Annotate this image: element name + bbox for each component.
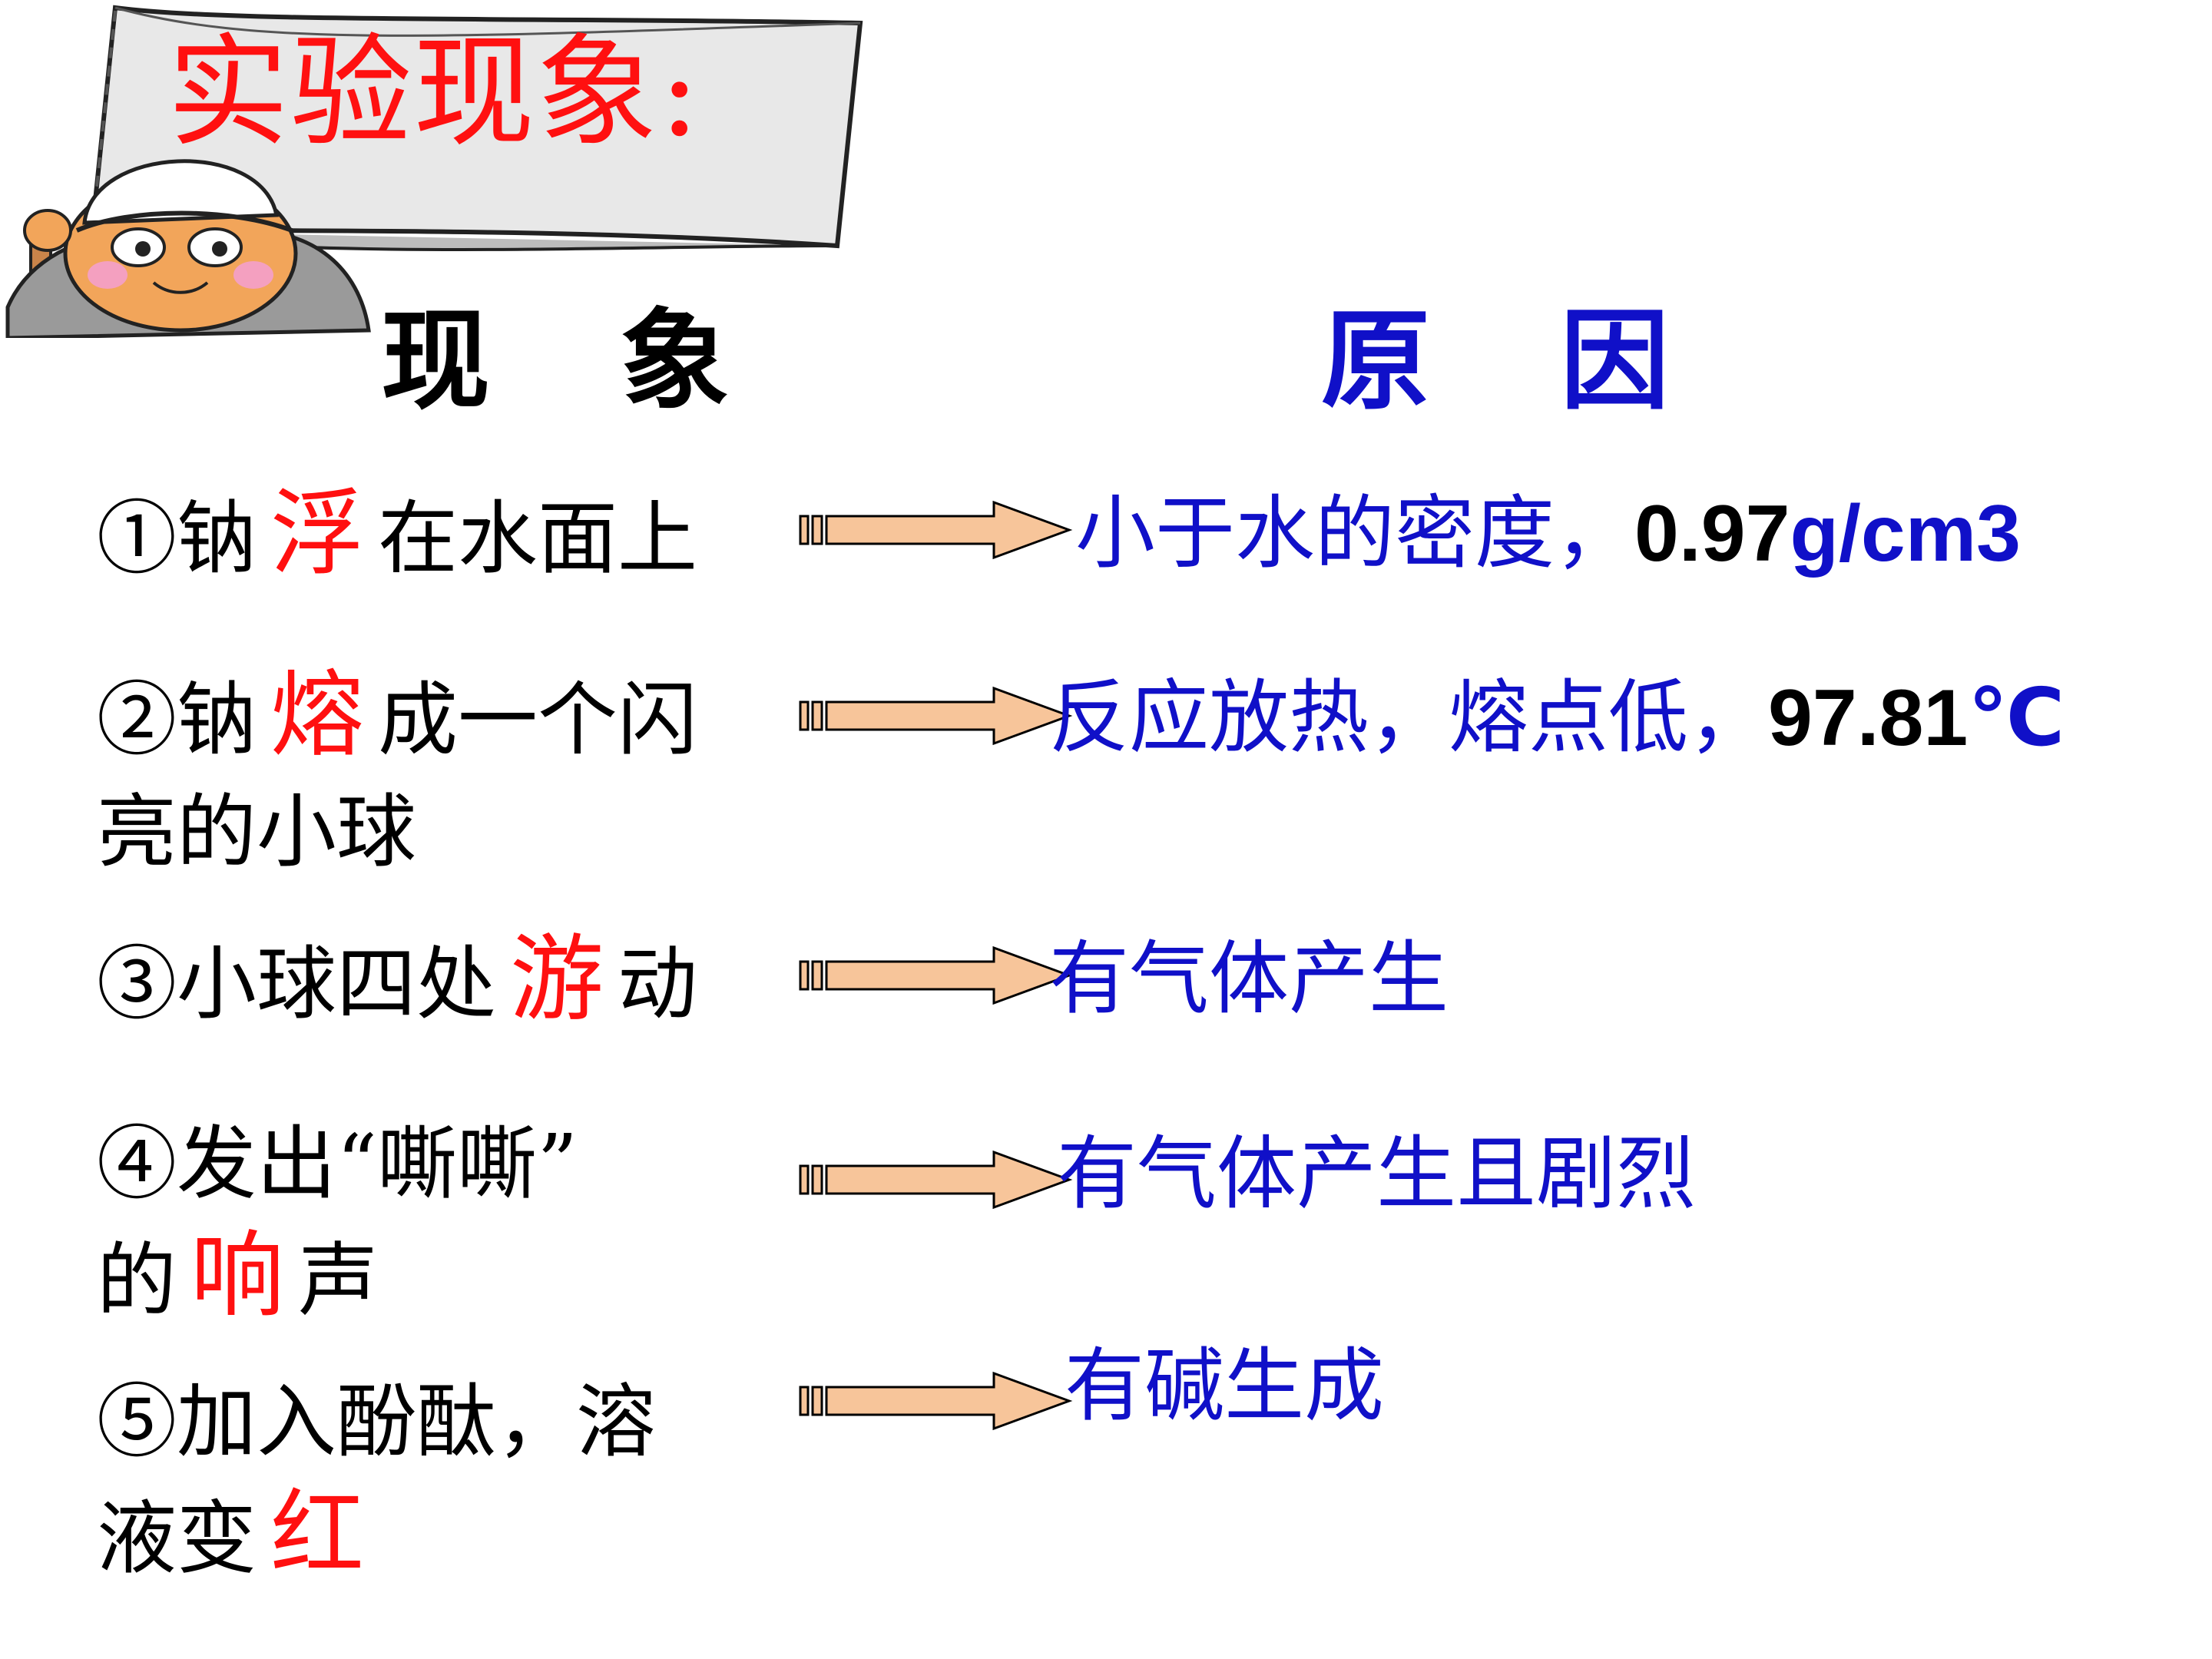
reason-2: 反应放热，熔点低，97.81℃ bbox=[1049, 670, 2065, 767]
phenomenon-text: ①钠 bbox=[97, 492, 257, 585]
phenomenon-text: 亮的小球 bbox=[97, 785, 417, 879]
reason-text: 反应放热，熔点低， bbox=[1049, 671, 1769, 764]
density-unit: g/cm3 bbox=[1790, 489, 2022, 578]
phenomenon-text: ⑤加入酚酞，溶 bbox=[97, 1375, 657, 1469]
arrow-right-icon bbox=[799, 945, 1073, 1005]
melting-point-value: 97.81 bbox=[1768, 674, 1969, 763]
phenomenon-text: 声 bbox=[298, 1233, 379, 1327]
phenomenon-text: ④发出“嘶嘶” bbox=[97, 1117, 578, 1210]
reason-text: 有碱生成 bbox=[1065, 1339, 1385, 1432]
phenomenon-text: 的 bbox=[97, 1233, 177, 1327]
phenomenon-text: ②钠 bbox=[97, 673, 257, 767]
phenomenon-text: 成一个闪 bbox=[378, 673, 698, 767]
keyword-swim: 游 bbox=[510, 925, 604, 1034]
reason-5: 有碱生成 bbox=[1065, 1338, 1384, 1434]
reason-text: 有气体产生且剧烈 bbox=[1057, 1127, 1697, 1220]
keyword-float: 浮 bbox=[270, 479, 365, 588]
phenomenon-text: 在水面上 bbox=[378, 492, 698, 585]
phenomenon-3: ③小球四处游动 bbox=[97, 923, 788, 1040]
phenomenon-text: 液变 bbox=[97, 1492, 257, 1585]
phenomenon-1: ①钠浮在水面上 bbox=[97, 478, 788, 594]
phenomenon-4: ④发出“嘶嘶” 的响声 bbox=[97, 1108, 788, 1336]
phenomenon-header: 现 象 bbox=[381, 298, 776, 425]
reason-header: 原 因 bbox=[1321, 298, 1716, 425]
reason-text: 小于水的密度， bbox=[1075, 486, 1635, 580]
phenomenon-text: ③小球四处 bbox=[97, 937, 497, 1031]
keyword-red: 红 bbox=[270, 1479, 365, 1588]
celsius-unit: ℃ bbox=[1968, 674, 2065, 763]
reason-text: 有气体产生 bbox=[1049, 932, 1449, 1025]
keyword-melt: 熔 bbox=[270, 661, 365, 770]
title-banner bbox=[5, 5, 863, 338]
slide-title: 实验现象: bbox=[167, 22, 702, 164]
arrow-right-icon bbox=[799, 500, 1073, 560]
reason-4: 有气体产生且剧烈 bbox=[1057, 1126, 1696, 1222]
reason-1: 小于水的密度，0.97g/cm3 bbox=[1075, 485, 2021, 582]
reason-3: 有气体产生 bbox=[1049, 931, 1449, 1027]
density-value: 0.97 bbox=[1634, 489, 1790, 578]
arrow-right-icon bbox=[799, 1371, 1073, 1431]
cartoon-scientist-icon bbox=[63, 159, 298, 333]
arrow-right-icon bbox=[799, 686, 1073, 746]
phenomenon-5: ⑤加入酚酞，溶 液变红 bbox=[97, 1366, 788, 1594]
keyword-sound: 响 bbox=[190, 1221, 285, 1330]
phenomenon-text: 动 bbox=[618, 937, 698, 1031]
phenomenon-2: ②钠熔成一个闪 亮的小球 bbox=[97, 659, 788, 888]
arrow-right-icon bbox=[799, 1150, 1073, 1210]
